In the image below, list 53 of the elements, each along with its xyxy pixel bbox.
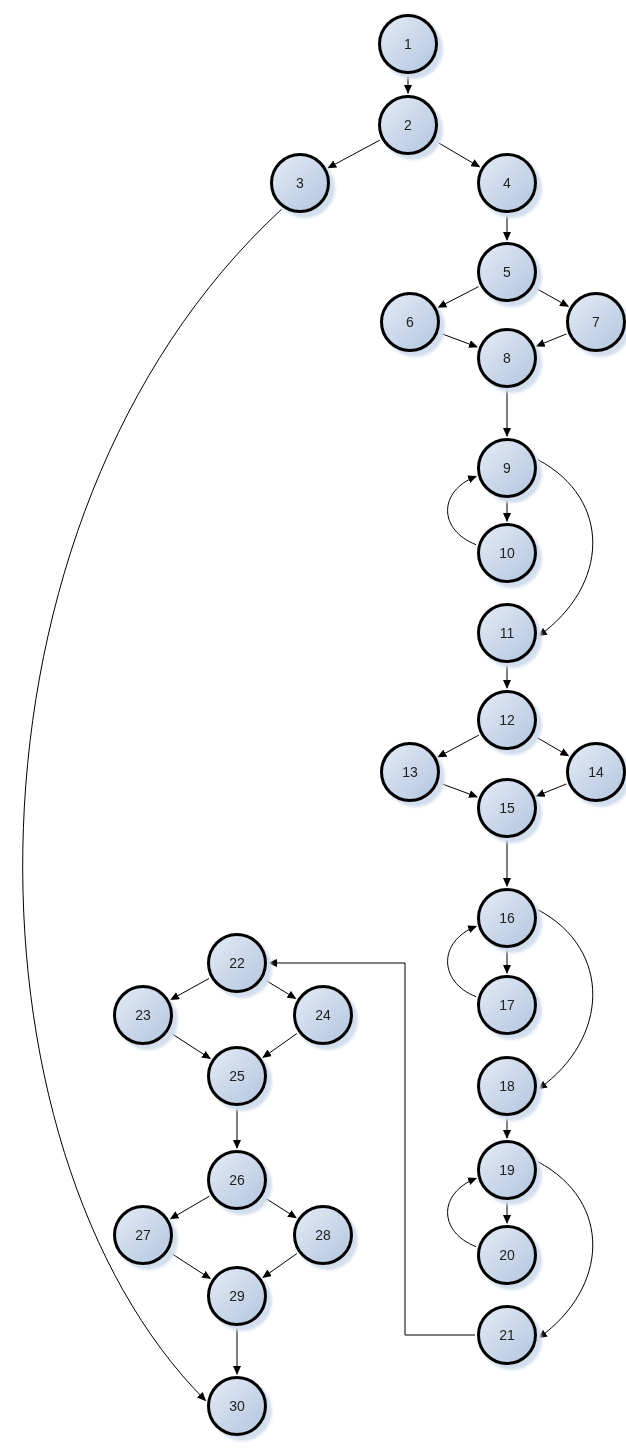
- arrow: [233, 1107, 241, 1149]
- arrow: [447, 475, 477, 546]
- arrow: [503, 839, 511, 887]
- node-number: 15: [499, 798, 515, 818]
- node-number: 4: [503, 173, 511, 193]
- arrow: [503, 214, 511, 241]
- arrow: [268, 959, 476, 1336]
- arrow: [447, 1177, 477, 1248]
- arrow: [503, 1201, 511, 1224]
- arrow: [537, 909, 594, 1090]
- node-number: 21: [499, 1325, 515, 1345]
- node-number: 13: [402, 762, 418, 782]
- node-number: 8: [503, 348, 511, 368]
- node-number: 20: [499, 1245, 515, 1265]
- node-number: 16: [499, 908, 515, 928]
- arrow: [439, 782, 478, 798]
- arrow: [503, 1117, 511, 1139]
- arrow: [535, 783, 567, 797]
- node-number: 26: [229, 1170, 245, 1190]
- node-number: 14: [588, 762, 604, 782]
- arrow: [503, 499, 511, 522]
- arrow: [503, 949, 511, 974]
- arrow: [22, 208, 283, 1402]
- node-number: 24: [315, 1005, 331, 1025]
- node-number: 30: [229, 1396, 245, 1416]
- node-number: 28: [315, 1225, 331, 1245]
- node-number: 5: [503, 262, 511, 282]
- node-number: 17: [499, 995, 515, 1015]
- node-number: 6: [406, 312, 414, 332]
- arrow: [537, 459, 594, 637]
- node-number: 9: [503, 458, 511, 478]
- node-number: 7: [592, 312, 600, 332]
- node-number: 23: [135, 1005, 151, 1025]
- arrow: [503, 664, 511, 689]
- arrow: [439, 332, 478, 348]
- arrow: [447, 925, 477, 998]
- arrow: [233, 1327, 241, 1375]
- node-number: 12: [499, 710, 515, 730]
- node-number: 1: [404, 34, 412, 54]
- arrow: [404, 75, 412, 94]
- arrow: [503, 389, 511, 437]
- node-number: 10: [499, 543, 515, 563]
- node-number: 11: [499, 623, 515, 643]
- node-number: 19: [499, 1160, 515, 1180]
- node-number: 22: [229, 953, 245, 973]
- node-number: 25: [229, 1066, 245, 1086]
- node-number: 18: [499, 1076, 515, 1096]
- arrow: [537, 1161, 594, 1339]
- node-number: 2: [404, 115, 412, 135]
- node-number: 29: [229, 1286, 245, 1306]
- arrow: [535, 333, 567, 347]
- node-number: 27: [135, 1225, 151, 1245]
- node-number: 3: [296, 173, 304, 193]
